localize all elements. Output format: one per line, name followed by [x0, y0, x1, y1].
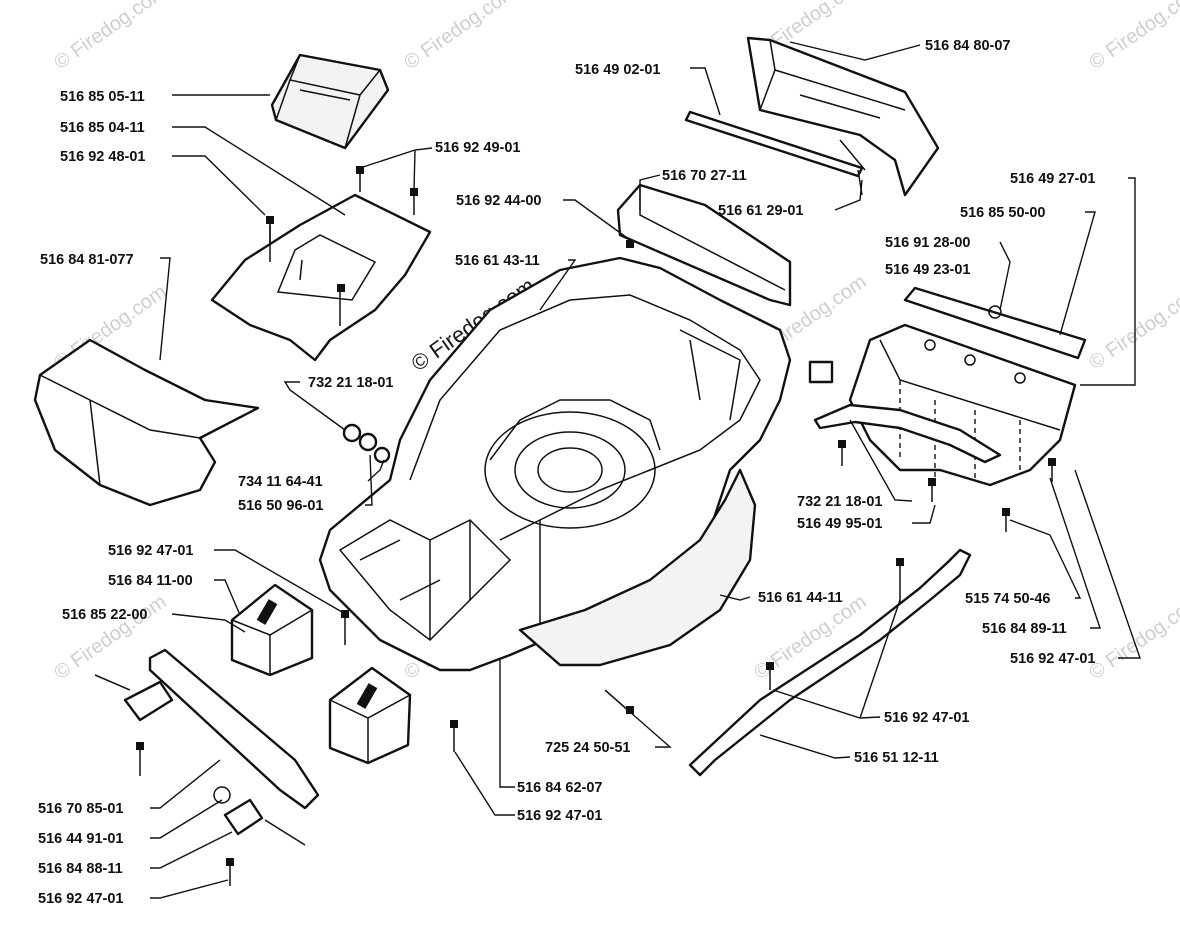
- part-label: 516 61 43-11: [455, 253, 540, 269]
- part-label: 516 92 47-01: [108, 543, 193, 559]
- part-label: 516 51 12-11: [854, 750, 939, 766]
- part-label: 516 84 89-11: [982, 621, 1067, 637]
- part-label: 732 21 18-01: [308, 375, 393, 391]
- part-right-plate: [848, 323, 1077, 487]
- part-label: 516 61 44-11: [758, 590, 843, 606]
- part-hood: [746, 36, 940, 197]
- part-label: 516 49 23-01: [885, 262, 970, 278]
- leader-lines: [150, 41, 1141, 899]
- part-label: 515 74 50-46: [965, 591, 1050, 607]
- watermark: © Firedog.com: [1085, 0, 1180, 74]
- part-weight-lower: [328, 666, 412, 765]
- part-label: 516 92 47-01: [517, 808, 602, 824]
- part-label: 516 92 47-01: [884, 710, 969, 726]
- part-axle-adjuster: [94, 648, 320, 846]
- part-label: 516 84 80-07: [925, 38, 1010, 54]
- part-label: 516 84 62-07: [517, 780, 602, 796]
- part-label: 516 70 85-01: [38, 801, 123, 817]
- part-label: 732 21 18-01: [797, 494, 882, 510]
- part-label: 516 91 28-00: [885, 235, 970, 251]
- part-label: 516 50 96-01: [238, 498, 323, 514]
- watermark: © Firedog.com: [50, 0, 170, 74]
- part-label: 516 44 91-01: [38, 831, 123, 847]
- part-label: 516 61 29-01: [718, 203, 803, 219]
- part-label: 516 92 49-01: [435, 140, 520, 156]
- part-label: 516 49 95-01: [797, 516, 882, 532]
- part-rear-flap: [33, 338, 260, 507]
- part-label: 516 92 47-01: [1010, 651, 1095, 667]
- part-label: 734 11 64-41: [238, 474, 323, 490]
- part-label: 516 92 47-01: [38, 891, 123, 907]
- part-label: 516 92 44-00: [456, 193, 541, 209]
- part-label: 516 92 48-01: [60, 149, 145, 165]
- part-weight-upper: [230, 583, 314, 677]
- part-label: 516 84 88-11: [38, 861, 123, 877]
- part-label: 516 84 11-00: [108, 573, 193, 589]
- part-label: 516 84 81-077: [40, 252, 134, 268]
- part-top-cover: [270, 53, 390, 150]
- part-rod: [684, 110, 864, 178]
- part-label: 516 85 04-11: [60, 120, 145, 136]
- watermark: © Firedog.com: [1085, 281, 1180, 374]
- part-label: 516 49 27-01: [1010, 171, 1095, 187]
- part-skid: [688, 548, 972, 777]
- part-labels: 516 85 05-11 516 85 04-11 516 92 48-01 5…: [38, 38, 1095, 907]
- part-label: 516 85 50-00: [960, 205, 1045, 221]
- part-label: 725 24 50-51: [545, 740, 630, 756]
- part-label: 516 49 02-01: [575, 62, 660, 78]
- watermark: © Firedog.com: [400, 0, 520, 74]
- part-label: 516 85 05-11: [60, 89, 145, 105]
- part-right-rail: [903, 286, 1087, 384]
- part-label: 516 70 27-11: [662, 168, 747, 184]
- part-rear-plate: [210, 193, 432, 362]
- part-side-shield: [518, 468, 757, 667]
- part-curved-bracket: [808, 360, 1002, 464]
- hardware-screws: [136, 166, 1056, 886]
- part-label: 516 85 22-00: [62, 607, 147, 623]
